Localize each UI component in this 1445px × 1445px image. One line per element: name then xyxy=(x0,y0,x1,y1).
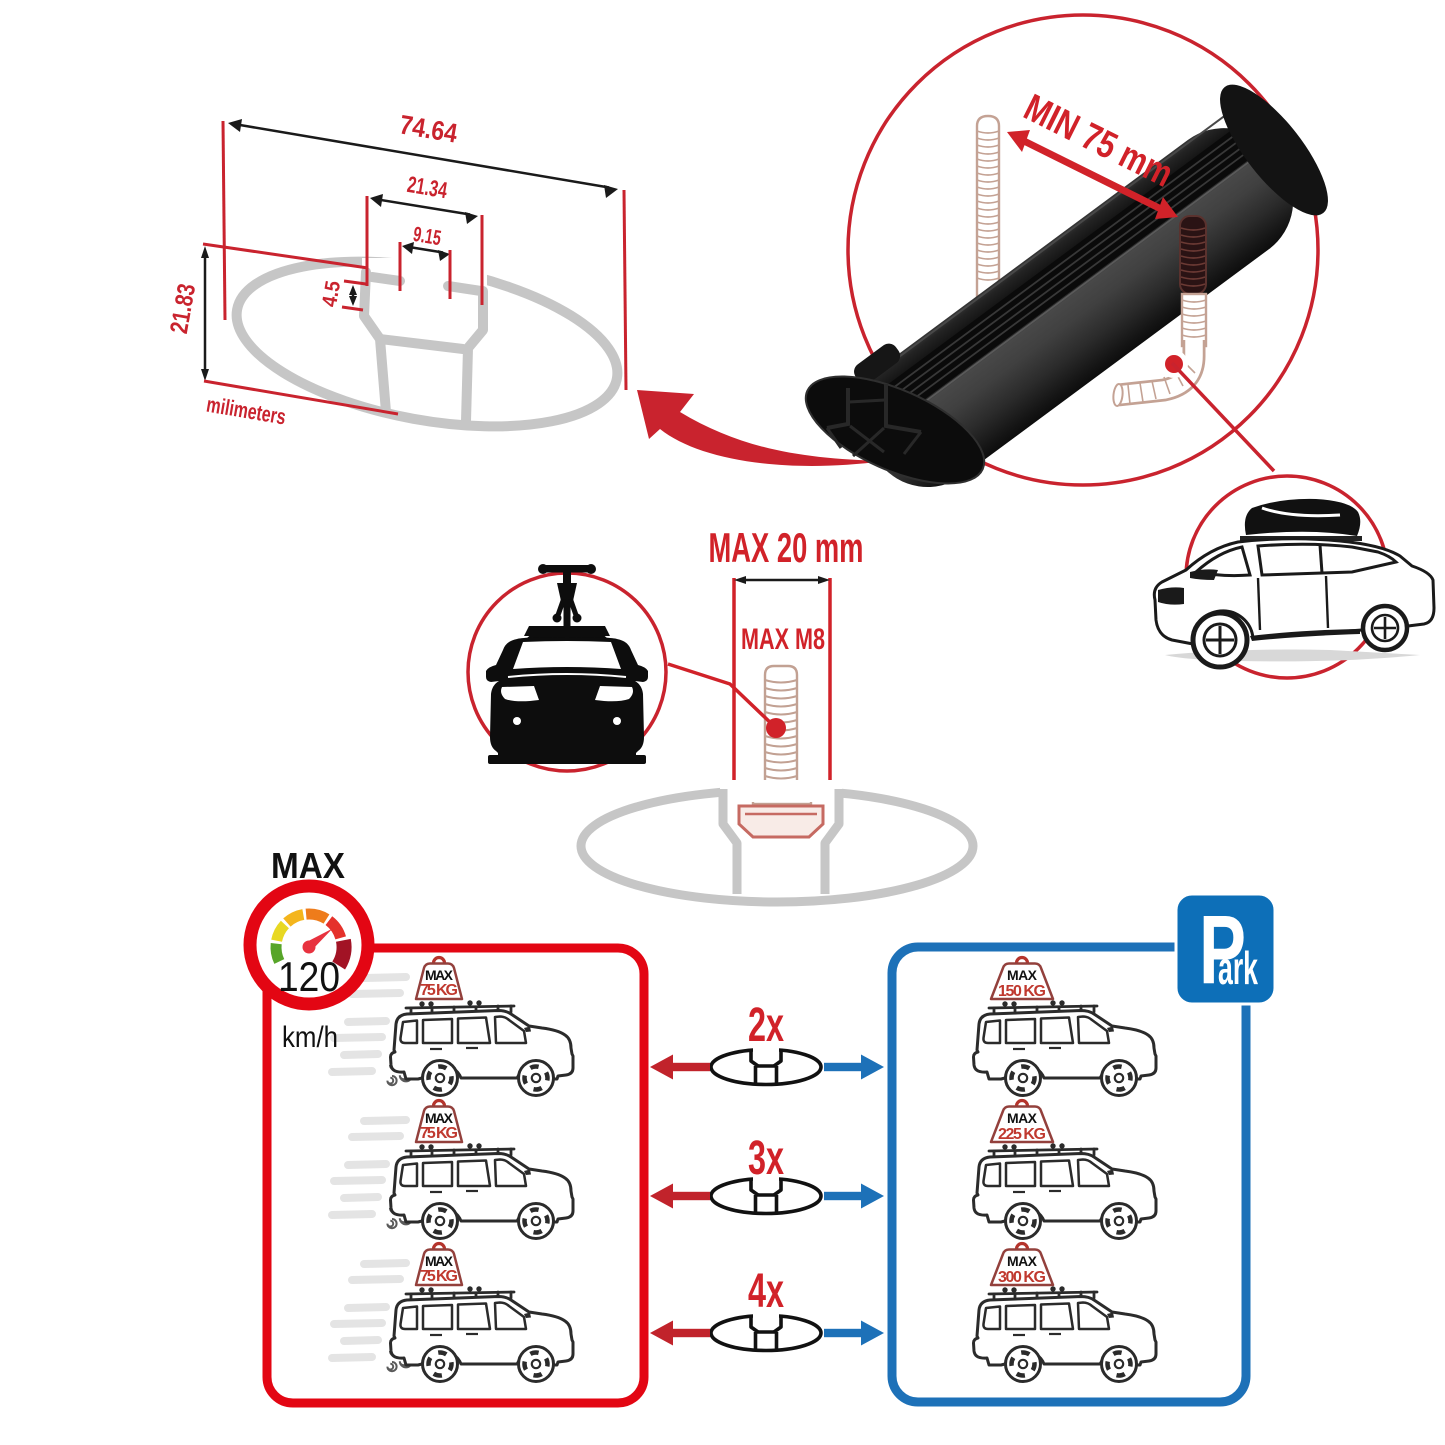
svg-text:75 KG: 75 KG xyxy=(420,1268,458,1285)
svg-text:120: 120 xyxy=(278,953,340,1000)
svg-text:MAX 20 mm: MAX 20 mm xyxy=(709,524,864,571)
svg-text:4x: 4x xyxy=(748,1265,784,1318)
svg-text:ark: ark xyxy=(1218,942,1258,994)
svg-text:MAX: MAX xyxy=(1007,1253,1038,1269)
svg-text:MAX: MAX xyxy=(1007,1110,1038,1126)
svg-text:km/h: km/h xyxy=(282,1021,338,1054)
svg-text:MAX M8: MAX M8 xyxy=(741,623,825,656)
svg-text:75 KG: 75 KG xyxy=(420,1125,458,1142)
svg-text:MAX: MAX xyxy=(425,967,454,983)
svg-text:3x: 3x xyxy=(748,1132,784,1185)
svg-text:4.5: 4.5 xyxy=(318,279,345,309)
svg-text:P: P xyxy=(1199,895,1246,1004)
svg-text:2x: 2x xyxy=(748,999,784,1052)
svg-text:MAX: MAX xyxy=(425,1110,454,1126)
svg-text:75 KG: 75 KG xyxy=(420,982,458,999)
svg-text:MAX: MAX xyxy=(1007,967,1038,983)
svg-text:MAX: MAX xyxy=(271,845,345,886)
svg-text:225 KG: 225 KG xyxy=(998,1126,1046,1143)
svg-text:300 KG: 300 KG xyxy=(998,1269,1046,1286)
svg-text:MAX: MAX xyxy=(425,1253,454,1269)
svg-text:9.15: 9.15 xyxy=(411,223,443,250)
svg-text:150 KG: 150 KG xyxy=(998,983,1046,1000)
